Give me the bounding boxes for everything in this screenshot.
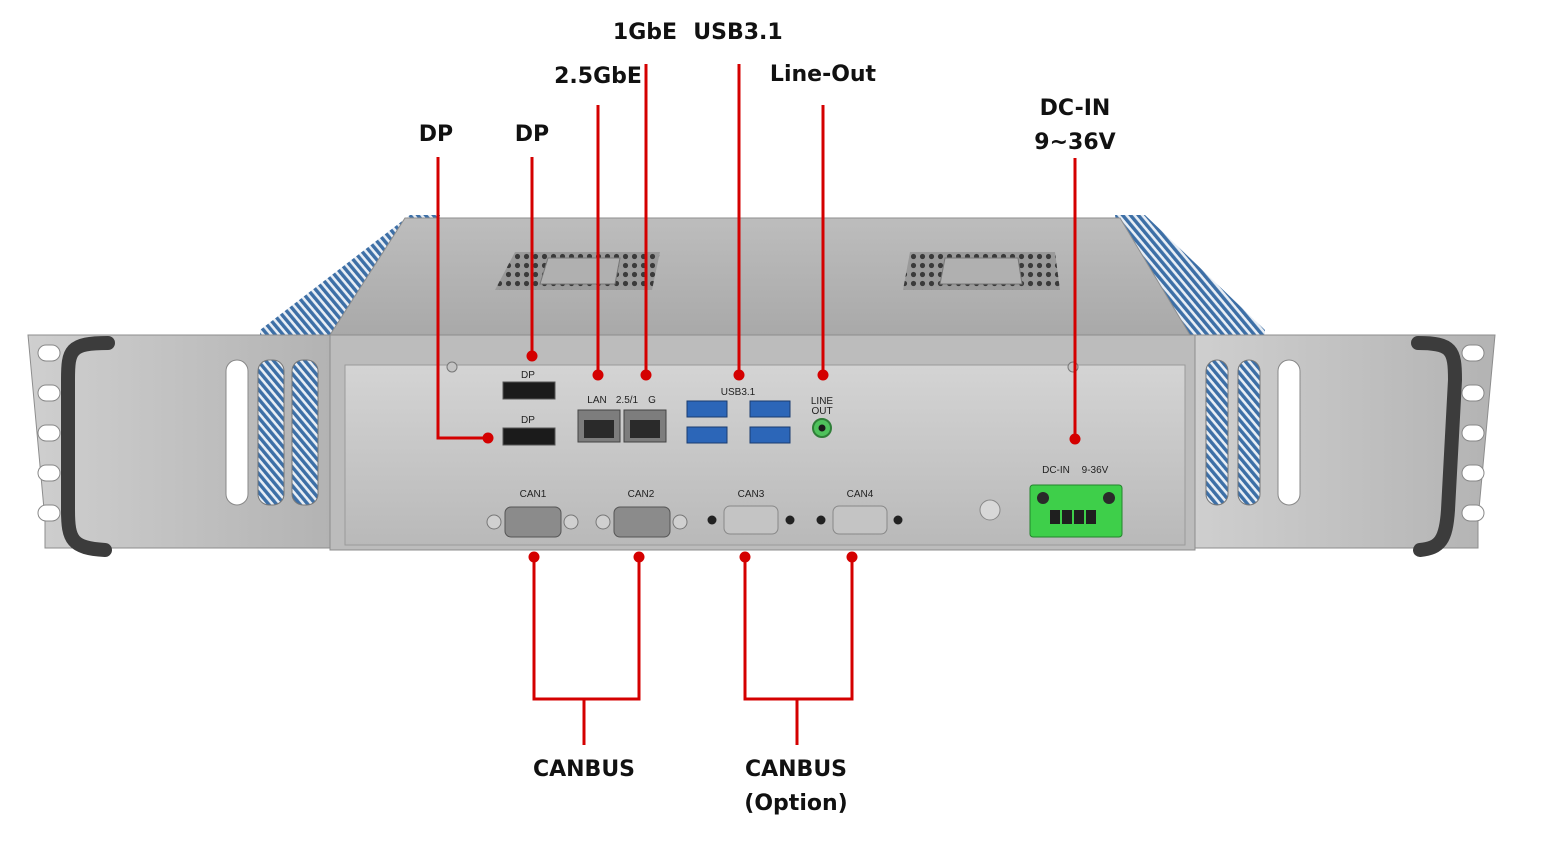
can1-screw-right	[563, 514, 579, 530]
can2-port[interactable]	[613, 506, 671, 538]
rack-ear-left	[27, 334, 331, 549]
callout-canbus-option: CANBUS	[744, 757, 848, 782]
usb-port-2[interactable]	[749, 400, 791, 418]
panel-label-can2: CAN2	[628, 489, 655, 500]
dc-in-screw-left	[1037, 492, 1049, 504]
dot-2-5gbe	[592, 369, 604, 381]
panel-label-can1: CAN1	[520, 489, 547, 500]
usb-port-4[interactable]	[749, 426, 791, 444]
dot-dp-left	[482, 432, 494, 444]
handle-right	[1411, 336, 1463, 557]
can3-hole-right	[785, 515, 795, 525]
dot-can4	[846, 551, 858, 563]
leader-dp-left	[436, 157, 488, 440]
can4-port-cover[interactable]	[832, 505, 888, 535]
dot-can3	[739, 551, 751, 563]
line-out-jack-hole	[818, 424, 826, 432]
panel-label-usb: USB3.1	[721, 387, 756, 398]
callout-dc-in-voltage: 9~36V	[1034, 130, 1116, 155]
panel-label-lan-g: G	[648, 395, 656, 406]
leader-canbus	[532, 558, 641, 701]
callout-2-5gbe: 2.5GbE	[554, 64, 642, 89]
can1-port[interactable]	[504, 506, 562, 538]
can4-hole-right	[893, 515, 903, 525]
dc-in-pins	[1050, 510, 1096, 524]
dot-usb31	[733, 369, 745, 381]
usb-port-3[interactable]	[686, 426, 728, 444]
dot-dp-right	[526, 350, 538, 362]
dot-dc-in	[1069, 433, 1081, 445]
vent-left-center	[539, 257, 621, 285]
callout-dc-in: DC-IN	[1039, 96, 1111, 121]
lan-port-1g-opening	[630, 420, 660, 438]
panel-label-can3: CAN3	[738, 489, 765, 500]
can2-screw-left	[595, 514, 611, 530]
callout-line-out: Line-Out	[769, 62, 877, 87]
ground-screw	[979, 499, 1001, 521]
panel-label-dp-bottom: DP	[521, 415, 535, 426]
lan-port-2-5g-opening	[584, 420, 614, 438]
ear-mount-holes-left	[37, 344, 61, 522]
handle-left	[61, 336, 115, 557]
can3-hole-left	[707, 515, 717, 525]
panel-label-line-out-2: OUT	[811, 406, 832, 417]
ear-fin-window-right-2	[1237, 359, 1261, 506]
panel-label-lan: LAN	[587, 395, 606, 406]
dot-can1	[528, 551, 540, 563]
can3-port-cover[interactable]	[723, 505, 779, 535]
ear-slot-right	[1277, 359, 1301, 506]
heatsink-fins-right	[1115, 215, 1265, 340]
dot-1gbe	[640, 369, 652, 381]
can4-hole-left	[816, 515, 826, 525]
panel-label-dc-in: DC-IN	[1042, 465, 1070, 476]
dc-in-screw-right	[1103, 492, 1115, 504]
ear-slot-left	[225, 359, 249, 506]
bezel-screw-left	[446, 361, 458, 373]
panel-label-dc-voltage: 9-36V	[1082, 465, 1109, 476]
callout-dp-left: DP	[418, 122, 454, 147]
callout-canbus-option-note: (Option)	[744, 791, 848, 816]
callout-usb31: USB3.1	[693, 20, 783, 45]
ear-mount-holes-right	[1461, 344, 1485, 522]
can2-screw-right	[672, 514, 688, 530]
vent-right-center	[939, 257, 1023, 285]
rack-ear-right	[1194, 334, 1496, 549]
ear-fin-window-right-1	[1205, 359, 1229, 506]
dot-can2	[633, 551, 645, 563]
dp-port-top[interactable]	[502, 381, 556, 400]
callout-leaders	[436, 64, 1077, 745]
callout-canbus: CANBUS	[532, 757, 636, 782]
panel-label-dp-top: DP	[521, 370, 535, 381]
panel-label-lan-speed: 2.5/1	[616, 395, 639, 406]
panel-label-can4: CAN4	[847, 489, 874, 500]
ear-fin-window-left-1	[257, 359, 285, 506]
dp-port-bottom[interactable]	[502, 427, 556, 446]
ear-fin-window-left-2	[291, 359, 319, 506]
top-cover	[329, 217, 1191, 336]
callout-dp-right: DP	[514, 122, 550, 147]
callout-1gbe: 1GbE	[612, 20, 678, 45]
dot-line-out	[817, 369, 829, 381]
usb-port-1[interactable]	[686, 400, 728, 418]
panel-label-line-out-1: LINE	[811, 396, 834, 407]
can1-screw-left	[486, 514, 502, 530]
callout-endpoints	[482, 350, 1081, 563]
leader-canbus-option	[743, 558, 854, 701]
